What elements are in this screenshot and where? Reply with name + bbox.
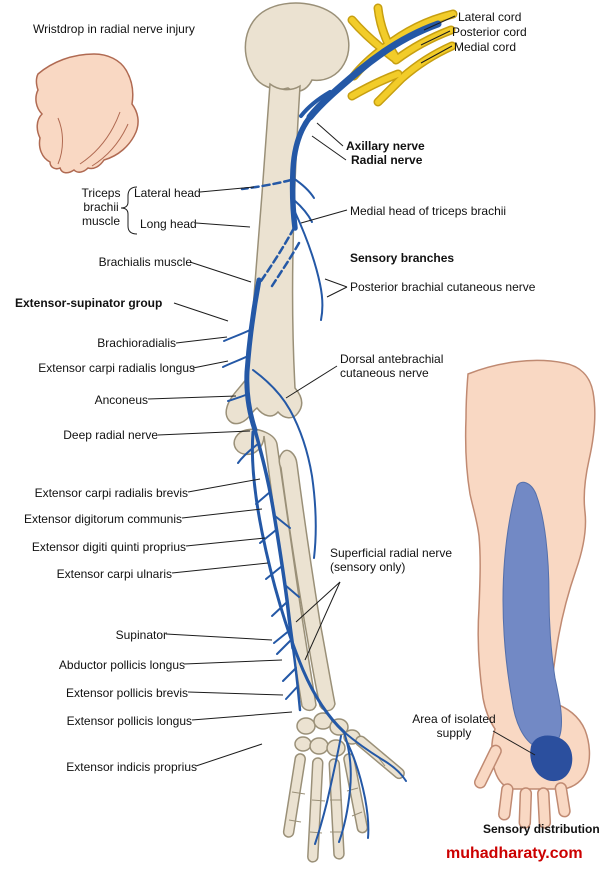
wristdrop-finger-lines (57, 111, 129, 167)
watermark-link[interactable]: muhadharaty.com (446, 845, 583, 862)
label-sensory-branches: Sensory branches (350, 251, 455, 265)
label-superficial-radial-nerve: Superficial radial nerve (sensory only) (330, 546, 453, 575)
label-triceps-brachii-muscle: Triceps brachii muscle (81, 186, 121, 229)
sensory-arm-finger (554, 782, 571, 818)
label-area-isolated-supply: Area of isolated supply (412, 712, 496, 741)
triceps-bracket (120, 186, 138, 235)
label-lateral-head: Lateral head (134, 186, 201, 200)
label-brachioradialis: Brachioradialis (97, 336, 176, 350)
label-medial-head: Medial head of triceps brachii (350, 204, 507, 218)
sensory-arm-thumb (473, 744, 502, 789)
skeleton-art (225, 2, 405, 863)
sensory-arm-finger (498, 783, 514, 821)
label-extensor-pollicis-brevis: Extensor pollicis brevis (65, 686, 188, 700)
label-extensor-indicis-proprius: Extensor indicis proprius (66, 760, 197, 774)
label-extensor-supinator-group: Extensor-supinator group (15, 296, 163, 310)
wristdrop-hand-outline (35, 53, 139, 174)
radius-bone (278, 449, 336, 712)
posterior-brachial-cutaneous-art (294, 211, 324, 321)
medial-cord-art (375, 43, 455, 105)
label-radial-nerve: Radial nerve (351, 153, 423, 167)
area-of-isolated-supply-patch (530, 735, 573, 782)
label-posterior-brachial-cutaneous: Posterior brachial cutaneous nerve (350, 280, 536, 294)
superficial-radial-nerve-art (250, 430, 346, 734)
dorsal-digital-branch (345, 739, 370, 839)
deep-radial-nerve-art (253, 428, 295, 650)
label-medial-cord: Medial cord (454, 40, 517, 54)
carpal-bone (296, 717, 316, 735)
label-extensor-carpi-ulnaris: Extensor carpi ulnaris (56, 567, 172, 581)
label-dorsal-antebrachial-cutaneous: Dorsal antebrachial cutaneous nerve (340, 352, 444, 381)
radial-nerve-trunk (289, 114, 313, 231)
radial-nerve-dashed-art (240, 178, 301, 288)
sensory-area-radial (502, 481, 562, 750)
label-extensor-digitorum-communis: Extensor digitorum communis (23, 512, 182, 526)
humerus-shaft-bone (225, 82, 303, 425)
carpal-bone (294, 736, 312, 752)
dorsal-digital-branch (343, 731, 407, 782)
muscular-branches (222, 329, 300, 700)
finger-bone (307, 757, 324, 863)
label-supinator: Supinator (115, 628, 167, 642)
label-axillary-nerve: Axillary nerve (346, 139, 425, 153)
label-extensor-carpi-radialis-brevis: Extensor carpi radialis brevis (34, 486, 188, 500)
posterior-cord-art (393, 27, 454, 63)
wristdrop-hand-art (35, 53, 139, 174)
posterior-interosseous-art (291, 646, 302, 712)
humerus-head-bone (244, 2, 350, 93)
carpal-bone (309, 737, 329, 755)
label-anconeus: Anconeus (94, 393, 148, 407)
axillary-nerve-art (299, 90, 332, 118)
sensory-arm-finger (518, 787, 533, 829)
label-deep-radial-nerve: Deep radial nerve (63, 428, 158, 442)
label-extensor-carpi-radialis-longus: Extensor carpi radialis longus (38, 361, 195, 375)
leader-lines (120, 15, 536, 767)
label-abductor-pollicis-longus: Abductor pollicis longus (58, 658, 185, 672)
finger-bone (328, 758, 345, 860)
radial-nerve-trunk (306, 20, 442, 121)
label-extensor-digiti-quinti-proprius: Extensor digiti quinti proprius (31, 540, 186, 554)
dorsal-digital-branch (314, 735, 342, 845)
dorsal-digital-branch (338, 731, 352, 843)
label-lateral-cord: Lateral cord (458, 10, 522, 24)
carpal-bone (326, 739, 346, 757)
sensory-arm-finger (537, 787, 552, 829)
plexus-branch-art (349, 71, 401, 99)
label-long-head: Long head (140, 217, 197, 231)
nerve-lateral-descent (244, 277, 262, 433)
label-extensor-pollicis-longus: Extensor pollicis longus (66, 714, 192, 728)
radial-nerve-art (222, 20, 442, 845)
label-sensory-distribution: Sensory distribution (483, 822, 600, 836)
plexus-root-art (349, 17, 397, 61)
label-brachialis: Brachialis muscle (98, 255, 192, 269)
label-wristdrop: Wristdrop in radial nerve injury (33, 22, 195, 36)
label-posterior-cord: Posterior cord (452, 25, 527, 39)
dorsal-antebrachial-cutaneous-art (252, 369, 317, 559)
finger-bone (282, 753, 306, 838)
triceps-branch (292, 177, 315, 199)
